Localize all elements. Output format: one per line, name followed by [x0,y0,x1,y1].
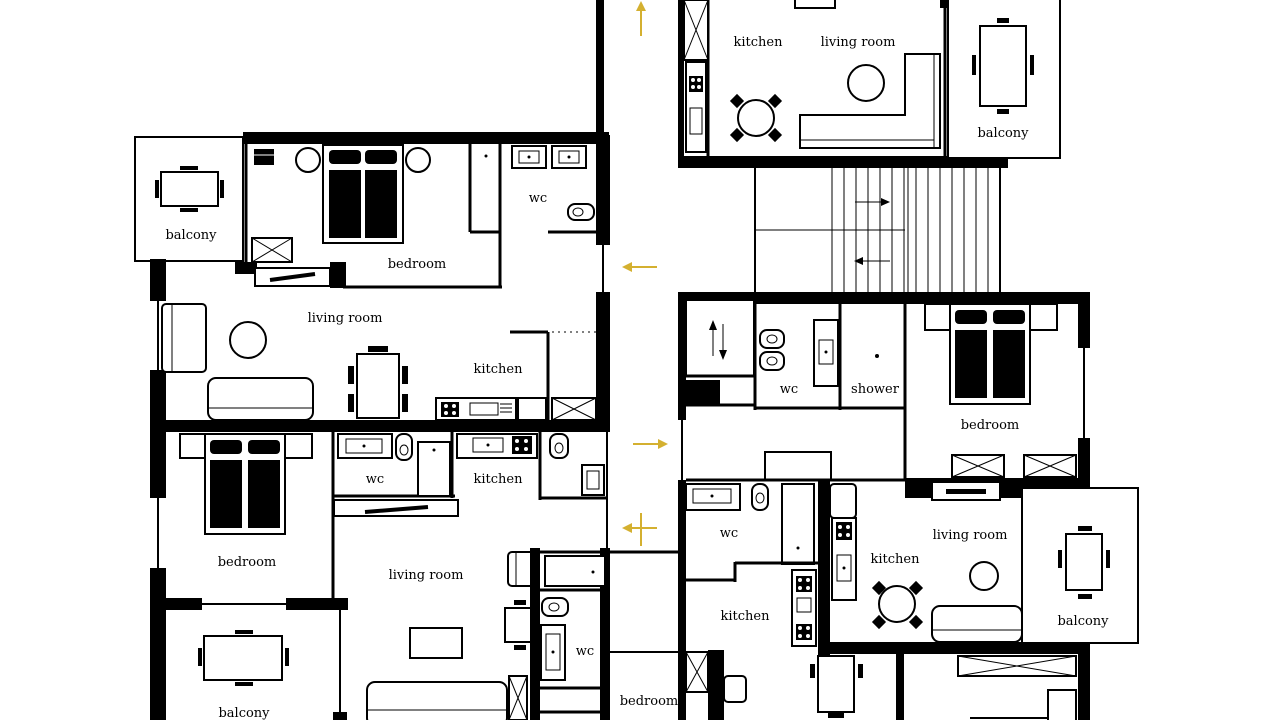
label-wc: wc [780,382,798,397]
label-balcony: balcony [165,228,217,243]
label-wc: wc [529,191,547,206]
label-kitchen: kitchen [871,552,921,567]
label-bedroom: bedroom [620,694,679,709]
arrow-up-icon [636,1,646,36]
label-balcony: balcony [218,706,270,720]
label-kitchen: kitchen [734,35,784,50]
apartment-right-bottom [678,480,1139,720]
label-balcony: balcony [977,126,1029,141]
label-living-room: living room [389,568,464,583]
label-kitchen: kitchen [474,472,524,487]
corridor-walls [596,0,610,720]
apartment-top-right [678,0,1061,168]
label-bedroom: bedroom [218,555,277,570]
arrow-crossroads-icon [622,513,657,546]
apartment-center-bottom [530,548,747,720]
label-living-room: living room [933,528,1008,543]
apartment-left-top [134,132,610,432]
apartment-left-bottom [150,432,607,720]
arrow-right-icon [633,439,668,449]
label-wc: wc [720,526,738,541]
label-wc: wc [366,472,384,487]
stairs [754,168,1001,292]
label-bedroom: bedroom [388,257,447,272]
circulation-arrows [622,1,668,546]
label-living-room: living room [821,35,896,50]
label-living-room: living room [308,311,383,326]
label-kitchen: kitchen [474,362,524,377]
arrow-left-icon [622,262,657,272]
label-bedroom: bedroom [961,418,1020,433]
label-wc: wc [576,644,594,659]
label-balcony: balcony [1057,614,1109,629]
label-shower: shower [851,382,900,397]
label-kitchen: kitchen [721,609,771,624]
room-labels: kitchen living room balcony balcony bedr… [165,35,1109,720]
